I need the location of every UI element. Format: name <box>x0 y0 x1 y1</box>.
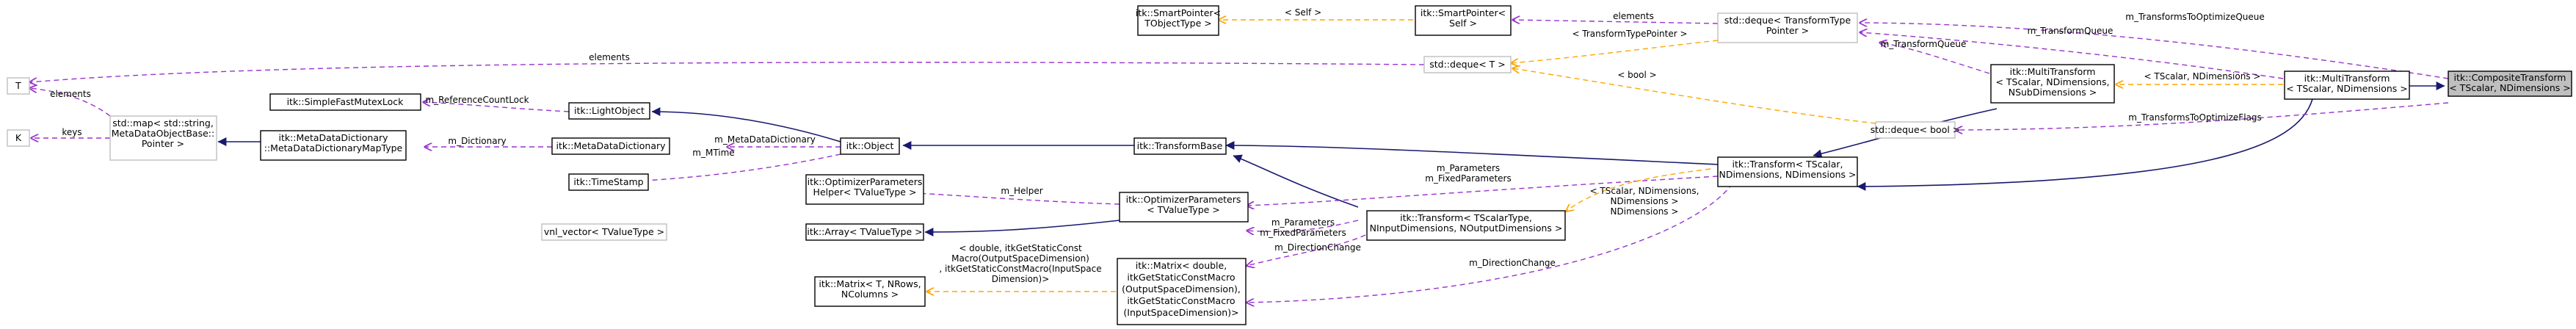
node-matrix-double[interactable]: itk::Matrix< double,itkGetStaticConstMac… <box>1117 258 1247 325</box>
svg-text:itk::Matrix< double,itkGetStat: itk::Matrix< double,itkGetStaticConstMac… <box>1122 260 1241 318</box>
node-vnl-vector[interactable]: vnl_vector< TValueType > <box>541 223 667 241</box>
edge-simpleMutex-to-lightObject <box>423 102 570 112</box>
node-time-stamp[interactable]: itk::TimeStamp <box>568 173 649 191</box>
svg-text:std::deque< T >: std::deque< T > <box>1429 59 1505 70</box>
edge-transform-to-multitransformA <box>1857 98 2313 191</box>
node-transform-full[interactable]: itk::Transform< TScalarType,NInputDimens… <box>1366 210 1566 241</box>
node-smart-pointer-self[interactable]: itk::SmartPointer<Self > <box>1415 5 1512 36</box>
label-direction-change-left: m_DirectionChange <box>1274 242 1361 253</box>
label-transform-type-pointer: < TransformTypePointer > <box>1572 29 1687 39</box>
edge-dequeT-to-dequeTransformPtr <box>1511 40 1719 63</box>
label-mtime: m_MTime <box>692 148 734 158</box>
svg-text:itk::SmartPointer<Self >: itk::SmartPointer<Self > <box>1421 7 1506 29</box>
svg-text:itk::TransformBase: itk::TransformBase <box>1137 140 1223 151</box>
node-deque-t[interactable]: std::deque< T > <box>1423 56 1512 73</box>
node-light-object[interactable]: itk::LightObject <box>568 102 650 120</box>
node-optimizer-parameters[interactable]: itk::OptimizerParameters< TValueType > <box>1119 192 1249 223</box>
edge-optParams-to-transformFull <box>1247 220 1359 231</box>
label-tscalar-ndim-composite: < TScalar, NDimensions > <box>2144 71 2261 82</box>
edge-arrayT-to-optParams <box>924 220 1120 236</box>
label-elements-left: elements <box>589 52 630 62</box>
node-metadata-dictionary[interactable]: itk::MetaDataDictionary <box>551 137 670 155</box>
node-transform[interactable]: itk::Transform< TScalar,NDimensions, NDi… <box>1717 156 1858 187</box>
node-template-t[interactable]: T <box>7 77 30 95</box>
label-transforms-to-optimize-flags: m_TransformsToOptimizeFlags <box>2128 112 2262 123</box>
edge-matrixDouble-to-transformFull <box>1247 234 1366 266</box>
node-simple-fast-mutex-lock[interactable]: itk::SimpleFastMutexLock <box>269 93 421 111</box>
edge-dequeTransformPtr-to-multitransformB <box>1879 43 1990 74</box>
node-template-k[interactable]: K <box>7 129 30 147</box>
node-object[interactable]: itk::Object <box>840 137 900 155</box>
svg-text:std::deque< TransformTypePoint: std::deque< TransformTypePointer > <box>1724 15 1851 36</box>
label-elements-map: elements <box>50 89 91 99</box>
edge-transformFull-to-transform <box>1566 168 1711 212</box>
edge-dequeTransformPtr-to-composite <box>1860 23 2449 79</box>
label-keys: keys <box>62 127 81 137</box>
svg-text:std::map< std::string,MetaData: std::map< std::string,MetaDataObjectBase… <box>112 118 214 149</box>
node-std-map[interactable]: std::map< std::string,MetaDataObjectBase… <box>109 115 217 161</box>
label-helper: m_Helper <box>1001 186 1042 196</box>
svg-text:T: T <box>15 80 21 91</box>
edge-T-to-dequeT <box>29 62 1425 82</box>
edge-dequeBool-to-composite <box>1955 102 2449 130</box>
node-smart-pointer-tobject[interactable]: itk::SmartPointer<TObjectType > <box>1136 5 1221 36</box>
label-reference-count-lock: m_ReferenceCountLock <box>425 95 529 105</box>
svg-text:itk::Array< TValueType >: itk::Array< TValueType > <box>807 226 922 237</box>
svg-text:itk::MetaDataDictionary: itk::MetaDataDictionary <box>556 140 666 151</box>
label-transform-queue-mid: m_TransformQueue <box>1881 39 1967 49</box>
edge-dequeT-to-dequeBool <box>1512 68 1876 124</box>
edge-lightObject-to-object <box>651 107 841 142</box>
label-bool: < bool > <box>1617 70 1656 80</box>
edge-smartPtrSelf-to-dequeTransformPtr <box>1512 20 1719 24</box>
svg-text:K: K <box>15 132 22 143</box>
edge-dequeTransformPtr-to-multitransformA <box>1860 32 2284 79</box>
label-dictionary: m_Dictionary <box>448 136 506 146</box>
svg-text:itk::MultiTransform< TScalar,: itk::MultiTransform< TScalar, NDimension… <box>2286 73 2408 94</box>
node-deque-bool[interactable]: std::deque< bool > <box>1871 121 1961 139</box>
label-direction-change-right: m_DirectionChange <box>1469 258 1556 268</box>
edge-transformBase-to-transform <box>1225 141 1719 165</box>
label-transforms-to-optimize-queue: m_TransformsToOptimizeQueue <box>2125 12 2265 22</box>
node-multi-transform-b[interactable]: itk::MultiTransform< TScalar, NDimension… <box>1990 64 2115 104</box>
svg-text:itk::MetaDataDictionary::MetaD: itk::MetaDataDictionary::MetaDataDiction… <box>264 132 403 153</box>
svg-text:itk::Object: itk::Object <box>846 140 894 151</box>
node-metadata-dictionary-map-type[interactable]: itk::MetaDataDictionary::MetaDataDiction… <box>260 130 407 161</box>
svg-text:itk::Matrix< T, NRows,NColumns: itk::Matrix< T, NRows,NColumns > <box>819 278 921 300</box>
svg-text:itk::CompositeTransform< TScal: itk::CompositeTransform< TScalar, NDimen… <box>2449 72 2571 93</box>
svg-text:itk::Transform< TScalar,NDimen: itk::Transform< TScalar,NDimensions, NDi… <box>1719 159 1856 180</box>
label-metadata-dictionary: m_MetaDataDictionary <box>714 134 816 145</box>
node-multi-transform-a[interactable]: itk::MultiTransform< TScalar, NDimension… <box>2284 70 2410 100</box>
edge-T-to-stdMap <box>29 88 111 117</box>
label-self: < Self > <box>1285 7 1321 18</box>
svg-text:itk::TimeStamp: itk::TimeStamp <box>573 176 643 187</box>
node-composite-transform[interactable]: itk::CompositeTransform< TScalar, NDimen… <box>2448 70 2572 97</box>
edge-transformBase-to-transformFull <box>1233 154 1359 208</box>
svg-text:std::deque< bool >: std::deque< bool > <box>1871 124 1961 135</box>
svg-text:itk::Transform< TScalarType,NI: itk::Transform< TScalarType,NInputDimens… <box>1370 212 1563 234</box>
edge-matrixDouble-to-transform <box>1247 183 1733 303</box>
node-transform-base[interactable]: itk::TransformBase <box>1133 137 1227 155</box>
svg-text:itk::MultiTransform< TScalar,: itk::MultiTransform< TScalar, NDimension… <box>1995 66 2109 98</box>
label-transform-queue-top: m_TransformQueue <box>2028 26 2114 36</box>
svg-text:itk::SimpleFastMutexLock: itk::SimpleFastMutexLock <box>287 96 404 107</box>
label-elements-top: elements <box>1613 11 1654 21</box>
svg-text:vnl_vector< TValueType >: vnl_vector< TValueType > <box>544 226 664 237</box>
label-tscalar-ndim-transform: < TScalar, NDimensions,NDimensions >NDim… <box>1590 186 1699 217</box>
edge-optParams-to-transform <box>1247 176 1719 206</box>
svg-text:itk::LightObject: itk::LightObject <box>574 105 645 116</box>
node-array[interactable]: itk::Array< TValueType > <box>805 223 924 241</box>
node-matrix-t[interactable]: itk::Matrix< T, NRows,NColumns > <box>814 276 926 307</box>
svg-text:itk::SmartPointer<TObjectType: itk::SmartPointer<TObjectType > <box>1136 7 1221 29</box>
svg-text:itk::OptimizerParameters< TVal: itk::OptimizerParameters< TValueType > <box>1126 194 1241 215</box>
